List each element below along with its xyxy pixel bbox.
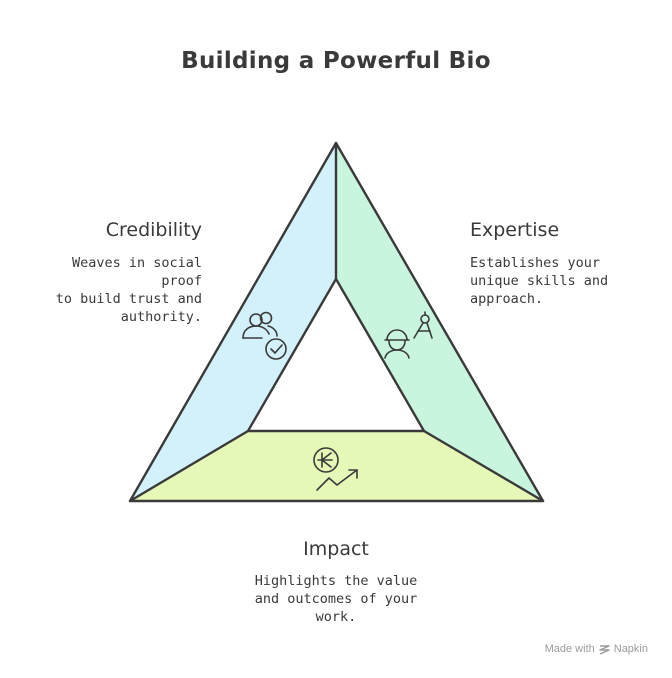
credibility-heading: Credibility — [105, 219, 202, 241]
credibility-description: Weaves in social proof to build trust an… — [55, 255, 202, 325]
users-check-icon — [242, 311, 287, 360]
napkin-logo-icon — [599, 644, 610, 655]
made-with-napkin-badge[interactable]: Made with Napkin — [545, 643, 648, 655]
napkin-brand-label: Napkin — [613, 643, 648, 655]
impact-heading: Impact — [303, 538, 369, 560]
expertise-description: Establishes your unique skills and appro… — [470, 255, 609, 307]
impact-description: Highlights the value and outcomes of you… — [254, 573, 418, 625]
triangle-outline — [128, 141, 545, 503]
page-title: Building a Powerful Bio — [181, 48, 491, 74]
expertise-heading: Expertise — [470, 219, 560, 241]
made-with-label: Made with — [544, 643, 595, 655]
coin-growth-icon — [313, 447, 358, 491]
worker-compass-icon — [384, 311, 433, 359]
